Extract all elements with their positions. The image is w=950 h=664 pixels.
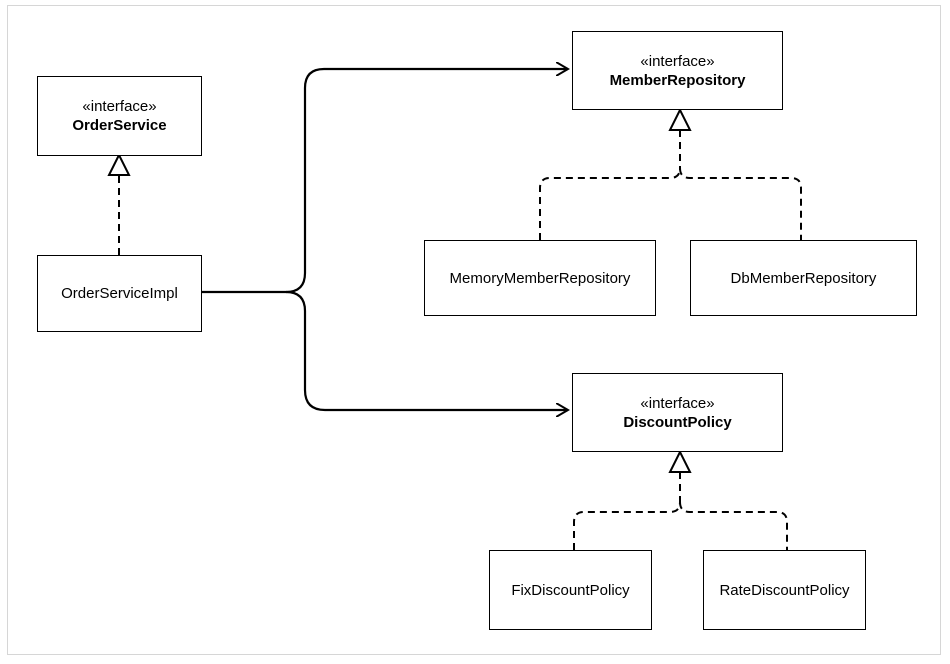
stereotype-label: «interface» (640, 52, 715, 70)
order-service-interface: «interface» OrderService (37, 76, 202, 156)
member-repository-name: MemberRepository (609, 71, 746, 89)
rate-discount-policy-name: RateDiscountPolicy (719, 581, 850, 599)
realization-order-service (107, 152, 131, 255)
dependency-arrows (200, 69, 568, 410)
order-service-impl-name: OrderServiceImpl (61, 285, 178, 302)
realization-member-repository (539, 107, 802, 240)
stereotype-label: «interface» (640, 394, 715, 412)
rate-discount-policy-class: RateDiscountPolicy (703, 550, 866, 630)
member-repository-interface: «interface» MemberRepository (572, 31, 783, 110)
realization-discount-policy (573, 449, 788, 550)
order-service-impl-class: OrderServiceImpl (37, 255, 202, 332)
memory-member-repository-name: MemoryMemberRepository (449, 269, 631, 287)
discount-policy-name: DiscountPolicy (623, 413, 732, 431)
fix-discount-policy-class: FixDiscountPolicy (489, 550, 652, 630)
discount-policy-interface: «interface» DiscountPolicy (572, 373, 783, 452)
order-service-name: OrderService (72, 117, 167, 134)
db-member-repository-class: DbMemberRepository (690, 240, 917, 316)
fix-discount-policy-name: FixDiscountPolicy (511, 581, 630, 599)
memory-member-repository-class: MemoryMemberRepository (424, 240, 656, 316)
stereotype-label: «interface» (82, 98, 157, 115)
db-member-repository-name: DbMemberRepository (730, 269, 877, 287)
